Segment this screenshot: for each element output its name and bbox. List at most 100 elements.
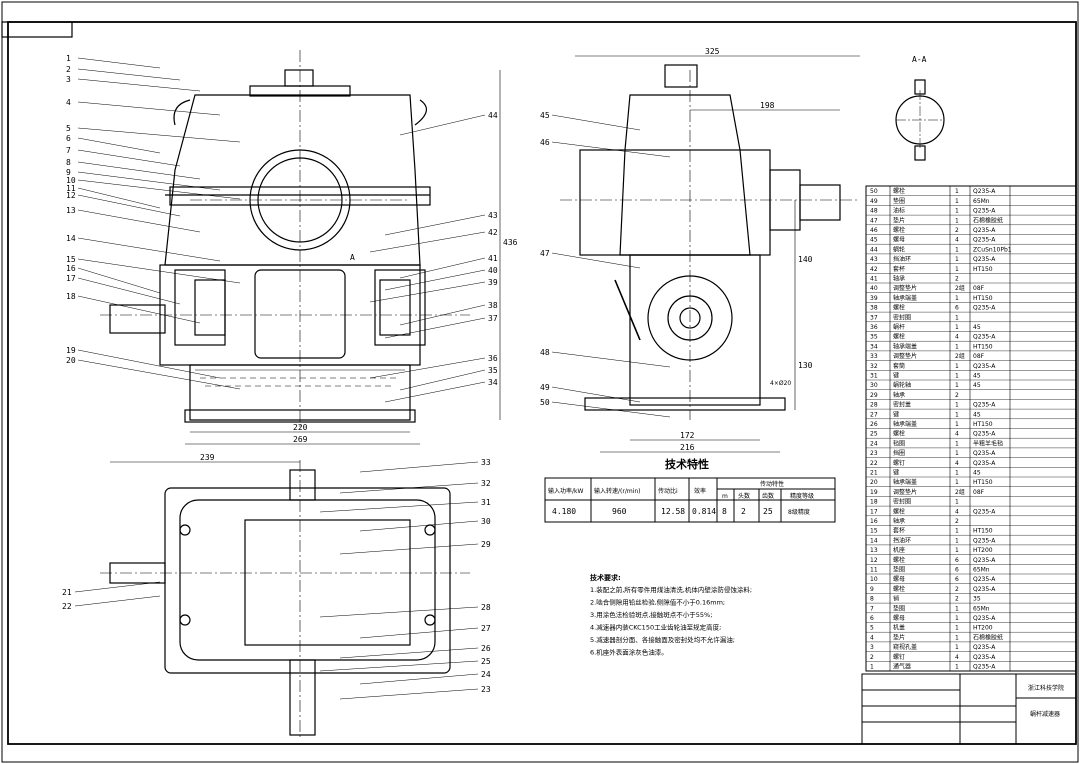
parts-cell: 45	[973, 411, 981, 418]
parts-cell: 机盖	[893, 624, 905, 632]
parts-cell: 1	[955, 537, 959, 544]
title-drawing-name: 蜗杆减速器	[1030, 710, 1060, 718]
callout-leader	[384, 269, 486, 291]
spec-sh-heads: 头数	[738, 492, 750, 500]
parts-cell: 44	[870, 246, 878, 253]
parts-cell: 4	[955, 334, 959, 341]
parts-cell: 9	[870, 586, 874, 593]
parts-cell: 15	[870, 528, 878, 535]
parts-cell: 38	[870, 305, 878, 312]
parts-cell: 1	[955, 547, 959, 554]
callout-label: 31	[481, 498, 491, 507]
parts-cell: 键	[893, 372, 899, 380]
parts-cell: 22	[870, 460, 878, 467]
callout-label: 33	[481, 458, 491, 467]
parts-cell: 31	[870, 373, 878, 380]
callout-label: 46	[540, 138, 550, 147]
dim-side-b2: 216	[680, 443, 695, 452]
parts-cell: 39	[870, 295, 878, 302]
callout-label: 5	[66, 124, 71, 133]
parts-cell: 29	[870, 392, 878, 399]
parts-cell: Q235-A	[973, 586, 996, 593]
parts-cell: 键	[893, 410, 899, 418]
parts-cell: HT150	[973, 266, 993, 273]
section-aa	[895, 79, 945, 161]
parts-cell: 垫片	[893, 216, 905, 224]
parts-cell: 石棉橡胶纸	[973, 216, 1003, 224]
parts-cell: HT150	[973, 343, 993, 350]
callout-leader	[77, 187, 161, 209]
parts-cell: 65Mn	[973, 605, 990, 612]
callout-label: 9	[66, 168, 71, 177]
parts-cell: 1	[955, 450, 959, 457]
callout-leader	[339, 543, 479, 555]
parts-cell: 1	[955, 246, 959, 253]
dim-side-h2: 130	[798, 361, 813, 370]
side-view	[560, 64, 860, 420]
callout-leader	[399, 304, 486, 326]
side-dims	[575, 55, 860, 453]
parts-cell: 1	[955, 314, 959, 321]
parts-cell: 密封圈	[893, 498, 911, 506]
callout-label: 12	[66, 191, 76, 200]
parts-cell: HT150	[973, 479, 993, 486]
dim-slot: 4×Ø20	[770, 380, 791, 387]
parts-cell: 1	[955, 528, 959, 535]
parts-cell: 轴承端盖	[893, 420, 917, 428]
callout-leader	[77, 179, 241, 200]
parts-cell: Q235-A	[973, 664, 996, 671]
parts-cell: 调整垫片	[893, 352, 917, 360]
parts-cell: 41	[870, 276, 878, 283]
parts-cell: 6	[955, 567, 959, 574]
parts-cell: 螺钉	[893, 653, 905, 661]
spec-v-heads: 2	[741, 507, 746, 516]
parts-cell: 轴承端盖	[893, 294, 917, 302]
callout-label: 34	[488, 378, 498, 387]
parts-cell: 45	[973, 373, 981, 380]
callout-leader	[339, 688, 479, 700]
parts-cell: 垫圈	[893, 604, 905, 612]
note-line: 4.减速器内装CKC150工业齿轮油至规定高度;	[590, 623, 721, 632]
parts-cell: 1	[955, 343, 959, 350]
parts-cell: Q235-A	[973, 334, 996, 341]
callout-leader	[77, 101, 221, 116]
callout-leader	[77, 295, 201, 324]
parts-cell: 螺栓	[893, 333, 905, 341]
parts-cell: 20	[870, 479, 878, 486]
callout-leader	[339, 647, 479, 659]
spec-h-trans: 传动特性	[760, 480, 784, 488]
parts-cell: 40	[870, 285, 878, 292]
spec-sh-grade: 精度等级	[790, 492, 814, 500]
parts-cell: 37	[870, 314, 878, 321]
callout-leader	[77, 57, 161, 69]
callout-label: 40	[488, 266, 498, 275]
callout-label: 21	[62, 588, 72, 597]
parts-cell: 14	[870, 537, 878, 544]
callout-leader	[551, 351, 671, 368]
oil-level	[195, 369, 405, 387]
parts-cell: 50	[870, 188, 878, 195]
spec-h-eff: 效率	[694, 487, 706, 495]
callout-label: 6	[66, 134, 71, 143]
callout-leader	[369, 231, 486, 253]
parts-cell: 挡油环	[893, 255, 911, 263]
parts-cell: Q235-A	[973, 227, 996, 234]
callout-leader	[77, 161, 201, 180]
notes-lines: 1.装配之前,所有零件用煤油清洗,机体内壁涂防侵蚀涂料;2.啮合侧隙用铅丝检验,…	[590, 585, 752, 657]
top-view	[100, 460, 470, 740]
parts-cell: 螺母	[893, 614, 905, 622]
callout-leader	[77, 349, 221, 379]
parts-cell: 1	[955, 411, 959, 418]
parts-cell: 轴承	[893, 275, 905, 283]
parts-cell: Q235-A	[973, 208, 996, 215]
parts-cell: 垫圈	[893, 566, 905, 574]
callout-label: 50	[540, 398, 550, 407]
callout-label: 49	[540, 383, 550, 392]
parts-cell: 4	[955, 654, 959, 661]
parts-cell: 35	[870, 334, 878, 341]
callout-label: 27	[481, 624, 491, 633]
callout-leader	[77, 149, 181, 167]
parts-cell: 通气器	[893, 663, 911, 671]
